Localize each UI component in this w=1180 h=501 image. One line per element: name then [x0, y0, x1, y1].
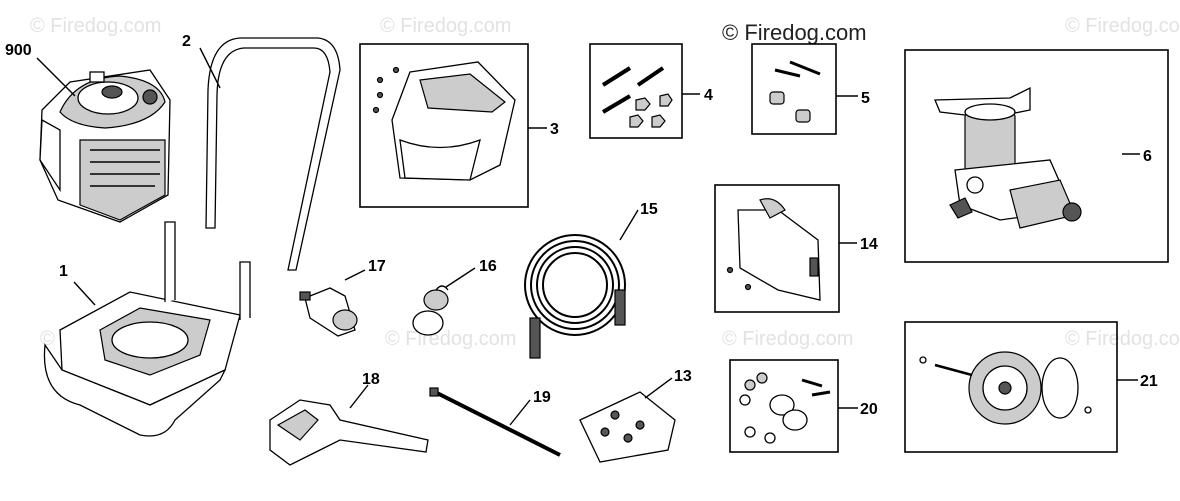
callout-1: 1 — [59, 263, 68, 280]
part-19-wand[interactable] — [429, 387, 561, 457]
part-13-parts-bag[interactable] — [579, 391, 676, 463]
part-17-nozzle[interactable] — [299, 287, 358, 337]
part-5-frame — [751, 43, 837, 135]
part-20-frame — [729, 359, 839, 453]
part-5-hardware[interactable] — [769, 60, 821, 123]
callout-5: 5 — [861, 90, 870, 107]
callout-14: 14 — [860, 236, 878, 253]
callout-16: 16 — [479, 258, 497, 275]
part-3-frame — [359, 43, 529, 208]
part-900-engine[interactable] — [39, 69, 171, 223]
part-3-bracket[interactable] — [372, 61, 516, 181]
part-4-hardware[interactable] — [601, 66, 673, 128]
callout-13: 13 — [674, 368, 692, 385]
part-2-handle[interactable] — [205, 37, 341, 271]
part-16-cap[interactable] — [412, 285, 449, 336]
callout-20: 20 — [860, 401, 878, 418]
callout-15: 15 — [640, 201, 658, 218]
watermark-text: © Firedog.com — [722, 328, 853, 350]
callout-3: 3 — [550, 121, 559, 138]
watermark-text: © Firedog.com — [1065, 328, 1180, 350]
watermark-text: © Firedog.com — [30, 15, 161, 37]
part-4-frame — [589, 43, 683, 139]
callout-18: 18 — [362, 371, 380, 388]
callout-17: 17 — [368, 258, 386, 275]
part-14-frame — [714, 184, 840, 313]
callout-2: 2 — [182, 33, 191, 50]
part-1-frame[interactable] — [43, 221, 251, 437]
part-20-hardware[interactable] — [739, 372, 831, 444]
part-21-frame — [904, 321, 1118, 453]
callout-21: 21 — [1140, 373, 1158, 390]
part-6-frame — [904, 49, 1169, 263]
watermark-text: © Firedog.com — [385, 328, 516, 350]
part-18-spray-gun[interactable] — [269, 399, 429, 466]
callout-900: 900 — [5, 42, 32, 59]
part-15-hose[interactable] — [524, 234, 626, 359]
callout-4: 4 — [704, 87, 713, 104]
watermark-text: © Firedog.com — [380, 15, 511, 37]
watermark-text: © Firedog.com — [1065, 15, 1180, 37]
part-6-pump[interactable] — [934, 86, 1082, 229]
watermark-main: © Firedog.com — [722, 20, 867, 45]
callout-6: 6 — [1143, 148, 1152, 165]
callout-19: 19 — [533, 389, 551, 406]
part-21-wheel[interactable] — [919, 351, 1092, 425]
part-14-cover[interactable] — [726, 198, 821, 301]
